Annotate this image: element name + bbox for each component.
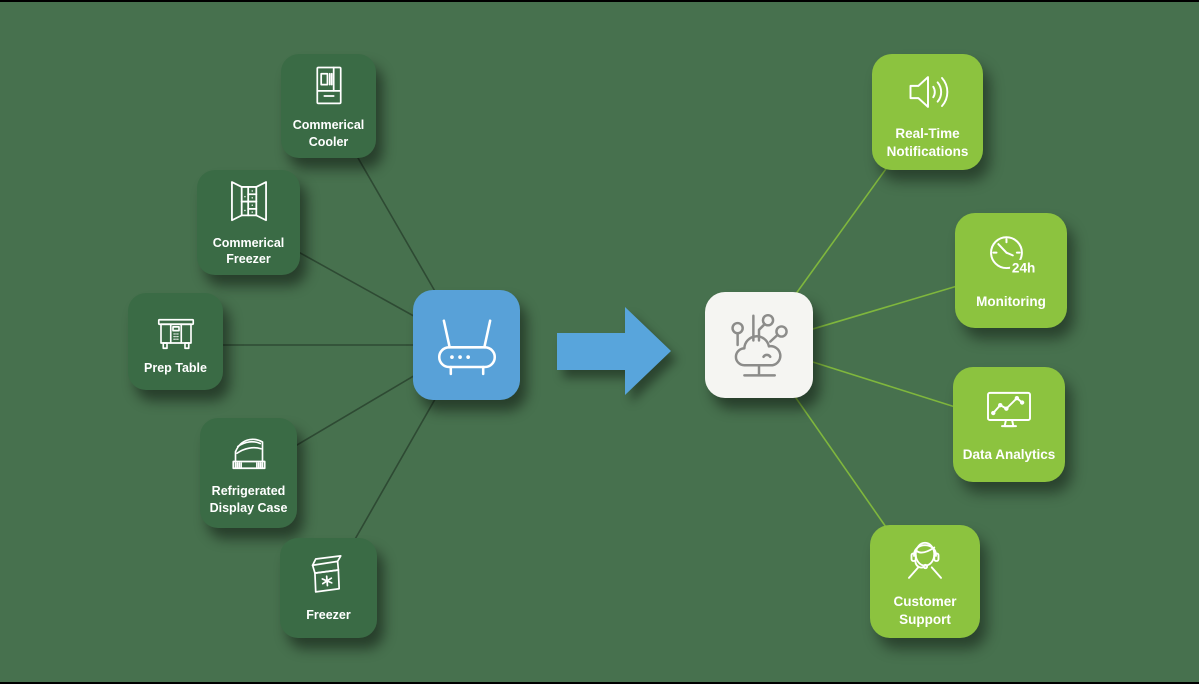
node-iot-cloud xyxy=(705,292,813,398)
commercial-freezer-icon xyxy=(230,180,267,221)
node-refrigerated-display-case: Refrigerated Display Case xyxy=(200,418,297,528)
clock-24h-text: 24h xyxy=(1012,261,1035,276)
node-customer-support: Customer Support xyxy=(870,525,980,638)
node-commercial-freezer: Commerical Freezer xyxy=(197,170,300,275)
commercial-cooler-icon xyxy=(315,66,342,105)
chest-freezer-icon xyxy=(311,555,342,594)
node-monitoring: 24h Monitoring xyxy=(955,213,1067,328)
refrigerated-display-case-icon xyxy=(231,438,266,470)
node-label: Real-Time Notifications xyxy=(886,125,969,159)
node-real-time-notifications: Real-Time Notifications xyxy=(872,54,983,170)
node-data-analytics: Data Analytics xyxy=(953,367,1065,482)
top-edge-bar xyxy=(0,0,1199,2)
node-label: Data Analytics xyxy=(962,447,1056,463)
node-wifi-router-hub xyxy=(413,290,520,400)
node-commercial-cooler: Commerical Cooler xyxy=(281,54,376,158)
node-prep-table: Prep Table xyxy=(128,293,223,390)
node-freezer: Freezer xyxy=(280,538,377,638)
clock-24h-icon: 24h xyxy=(990,236,1035,276)
node-label: Prep Table xyxy=(144,360,207,375)
wifi-router-icon xyxy=(437,319,496,376)
right-arrow xyxy=(557,307,671,395)
speaker-notification-icon xyxy=(909,76,948,108)
node-label: Freezer xyxy=(306,608,351,623)
node-label: Monitoring xyxy=(976,294,1046,310)
prep-table-icon xyxy=(157,318,194,349)
node-label: Commerical Freezer xyxy=(212,235,285,266)
node-label: Commerical Cooler xyxy=(292,118,365,149)
analytics-monitor-icon xyxy=(987,392,1031,428)
node-label: Refrigerated Display Case xyxy=(209,484,288,515)
customer-support-icon xyxy=(908,542,942,580)
node-label: Customer Support xyxy=(893,594,957,627)
bottom-edge-bar xyxy=(0,682,1199,684)
iot-cloud-icon xyxy=(731,313,788,377)
